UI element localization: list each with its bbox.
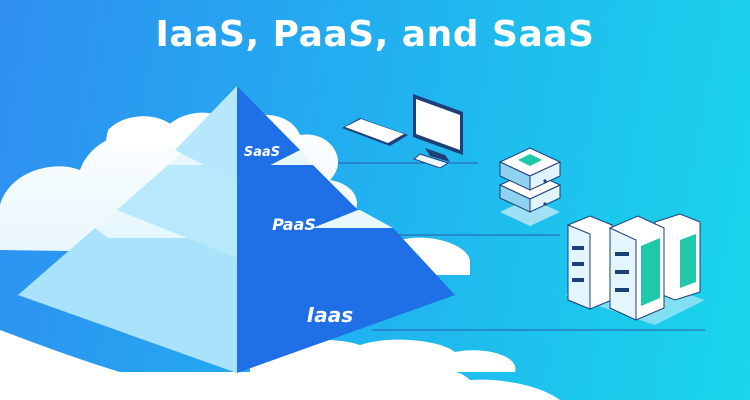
server-stack-icon (498, 147, 562, 226)
server-cluster-icon (565, 213, 705, 325)
pyramid-tier-saas (175, 86, 300, 182)
tier-label-iaas: Iaas (307, 303, 353, 327)
pyramid: SaaS PaaS Iaas (18, 86, 455, 373)
tier-label-saas: SaaS (244, 145, 280, 160)
desktop-monitor-icon (412, 94, 463, 169)
diagram-title: IaaS, PaaS, and SaaS (155, 14, 595, 55)
smartphone-icon (342, 118, 408, 146)
tier-label-paas: PaaS (272, 215, 316, 234)
connector-lines (338, 162, 705, 331)
pyramid-tier-paas (117, 165, 358, 258)
